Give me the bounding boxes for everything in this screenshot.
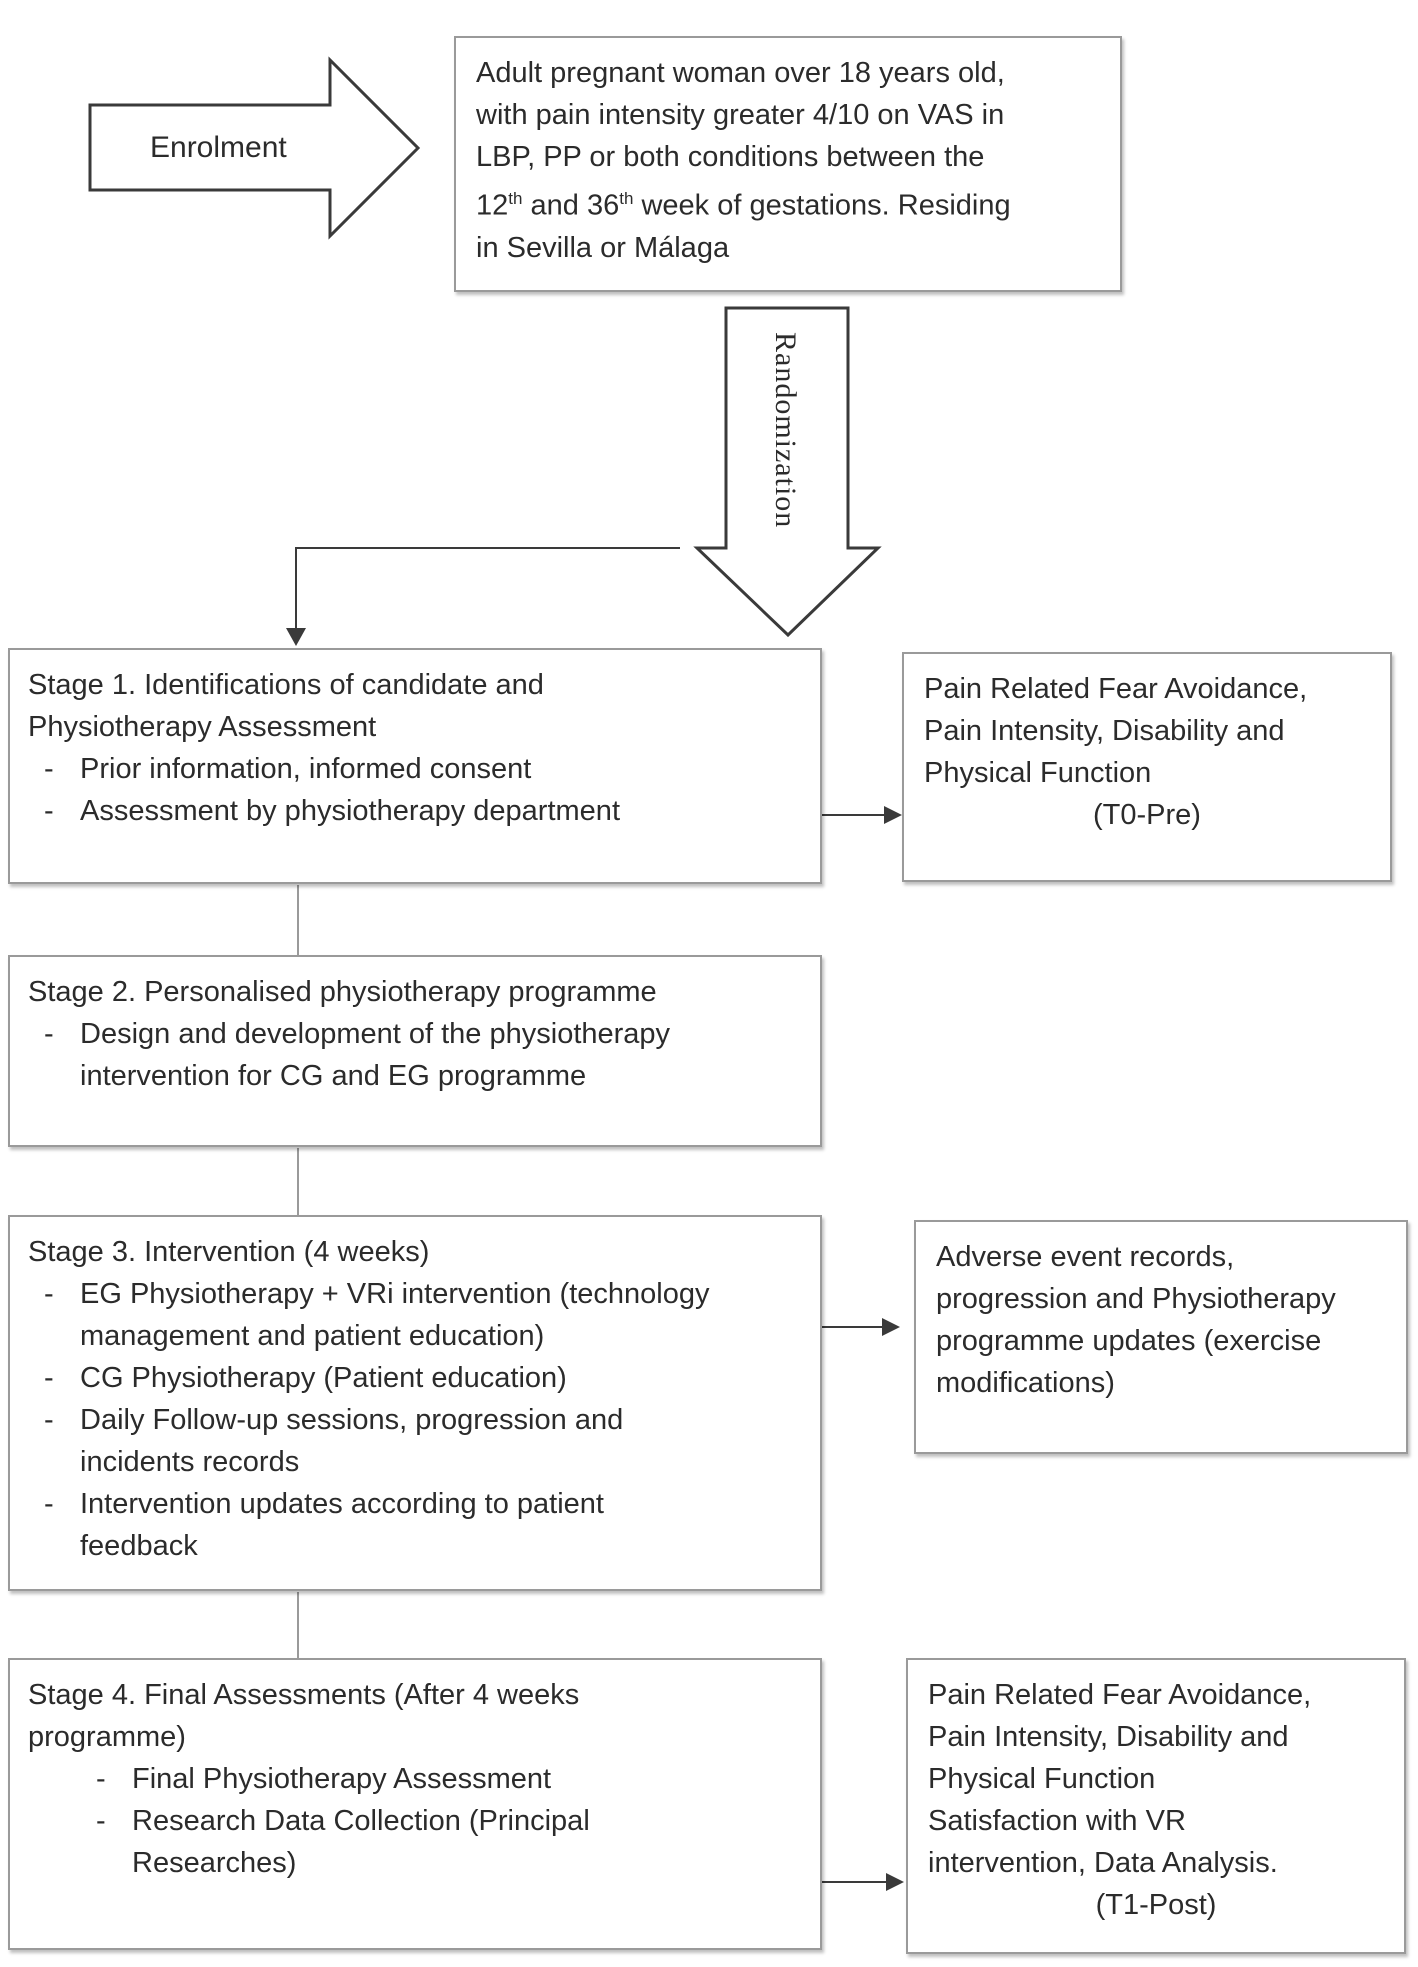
outcome-post-timepoint: (T1-Post) (1095, 1889, 1217, 1921)
adverse-events-box: Adverse event records, progression and P… (914, 1220, 1408, 1454)
outcome-pre-line-3: Physical Function (924, 757, 1152, 789)
list-item: Intervention updates according to patien… (28, 1483, 700, 1567)
criteria-line-5: in Sevilla or Málaga (476, 231, 730, 264)
enrolment-label: Enrolment (150, 131, 287, 164)
criteria-line-3: LBP, PP or both conditions between the (476, 141, 985, 173)
list-item: Daily Follow-up sessions, progression an… (28, 1399, 670, 1483)
list-item: Final Physiotherapy Assessment (28, 1758, 692, 1800)
criteria-line-4: 12th and 36th week of gestations. Residi… (476, 189, 1011, 222)
list-item: Research Data Collection (Principal Rese… (28, 1800, 632, 1884)
randomization-arrow (693, 306, 882, 638)
adverse-line-4: modifications) (936, 1367, 1115, 1399)
stage1-title: Stage 1. Identifications of candidate an… (28, 669, 544, 701)
outcome-pre-line-2: Pain Intensity, Disability and (924, 715, 1285, 747)
randomization-label: Randomization (769, 332, 802, 529)
outcome-pre-box: Pain Related Fear Avoidance, Pain Intens… (902, 652, 1392, 882)
enrolment-arrow (88, 56, 421, 240)
stage3-list: EG Physiotherapy + VRi intervention (tec… (28, 1273, 768, 1567)
criteria-line-2: with pain intensity greater 4/10 on VAS … (476, 99, 1005, 131)
post-arrowhead (886, 1873, 904, 1891)
adverse-line-2: progression and Physiotherapy (936, 1283, 1336, 1315)
stage4-list: Final Physiotherapy Assessment Research … (28, 1758, 590, 1884)
adverse-line-1: Adverse event records, (936, 1241, 1235, 1273)
stage1-title-2: Physiotherapy Assessment (28, 711, 377, 743)
stage4-title: Stage 4. Final Assessments (After 4 week… (28, 1679, 580, 1711)
list-item: CG Physiotherapy (Patient education) (28, 1357, 768, 1399)
list-item: EG Physiotherapy + VRi intervention (tec… (28, 1273, 768, 1357)
pre-arrowhead (884, 806, 902, 824)
stage2-box: Stage 2. Personalised physiotherapy prog… (8, 955, 822, 1147)
outcome-post-line-3: Physical Function (928, 1763, 1156, 1795)
outcome-post-line-2: Pain Intensity, Disability and (928, 1721, 1289, 1753)
criteria-line-1: Adult pregnant woman over 18 years old, (476, 57, 1005, 89)
outcome-post-line-1: Pain Related Fear Avoidance, (928, 1679, 1312, 1711)
stage4-title-2: programme) (28, 1721, 186, 1753)
list-item: Design and development of the physiother… (28, 1013, 728, 1097)
list-item: Prior information, informed consent (28, 748, 802, 790)
stage1-box: Stage 1. Identifications of candidate an… (8, 648, 822, 884)
stage3-box: Stage 3. Intervention (4 weeks) EG Physi… (8, 1215, 822, 1591)
adverse-arrowhead (882, 1318, 900, 1336)
stage1-list: Prior information, informed consent Asse… (28, 748, 802, 832)
adverse-line-3: programme updates (exercise (936, 1325, 1322, 1357)
stage3-title: Stage 3. Intervention (4 weeks) (28, 1236, 430, 1268)
outcome-pre-timepoint: (T0-Pre) (1093, 799, 1201, 831)
randomization-to-stage1-line (295, 547, 680, 632)
outcome-post-line-4: Satisfaction with VR (928, 1805, 1186, 1837)
list-item: Assessment by physiotherapy department (28, 790, 802, 832)
eligibility-criteria-box: Adult pregnant woman over 18 years old, … (454, 36, 1122, 292)
stage1-arrowhead (286, 628, 306, 646)
outcome-post-line-5: intervention, Data Analysis. (928, 1847, 1278, 1879)
outcome-pre-line-1: Pain Related Fear Avoidance, (924, 673, 1308, 705)
stage4-box: Stage 4. Final Assessments (After 4 week… (8, 1658, 822, 1950)
stage2-title: Stage 2. Personalised physiotherapy prog… (28, 976, 657, 1008)
outcome-post-box: Pain Related Fear Avoidance, Pain Intens… (906, 1658, 1406, 1954)
stage2-list: Design and development of the physiother… (28, 1013, 728, 1097)
